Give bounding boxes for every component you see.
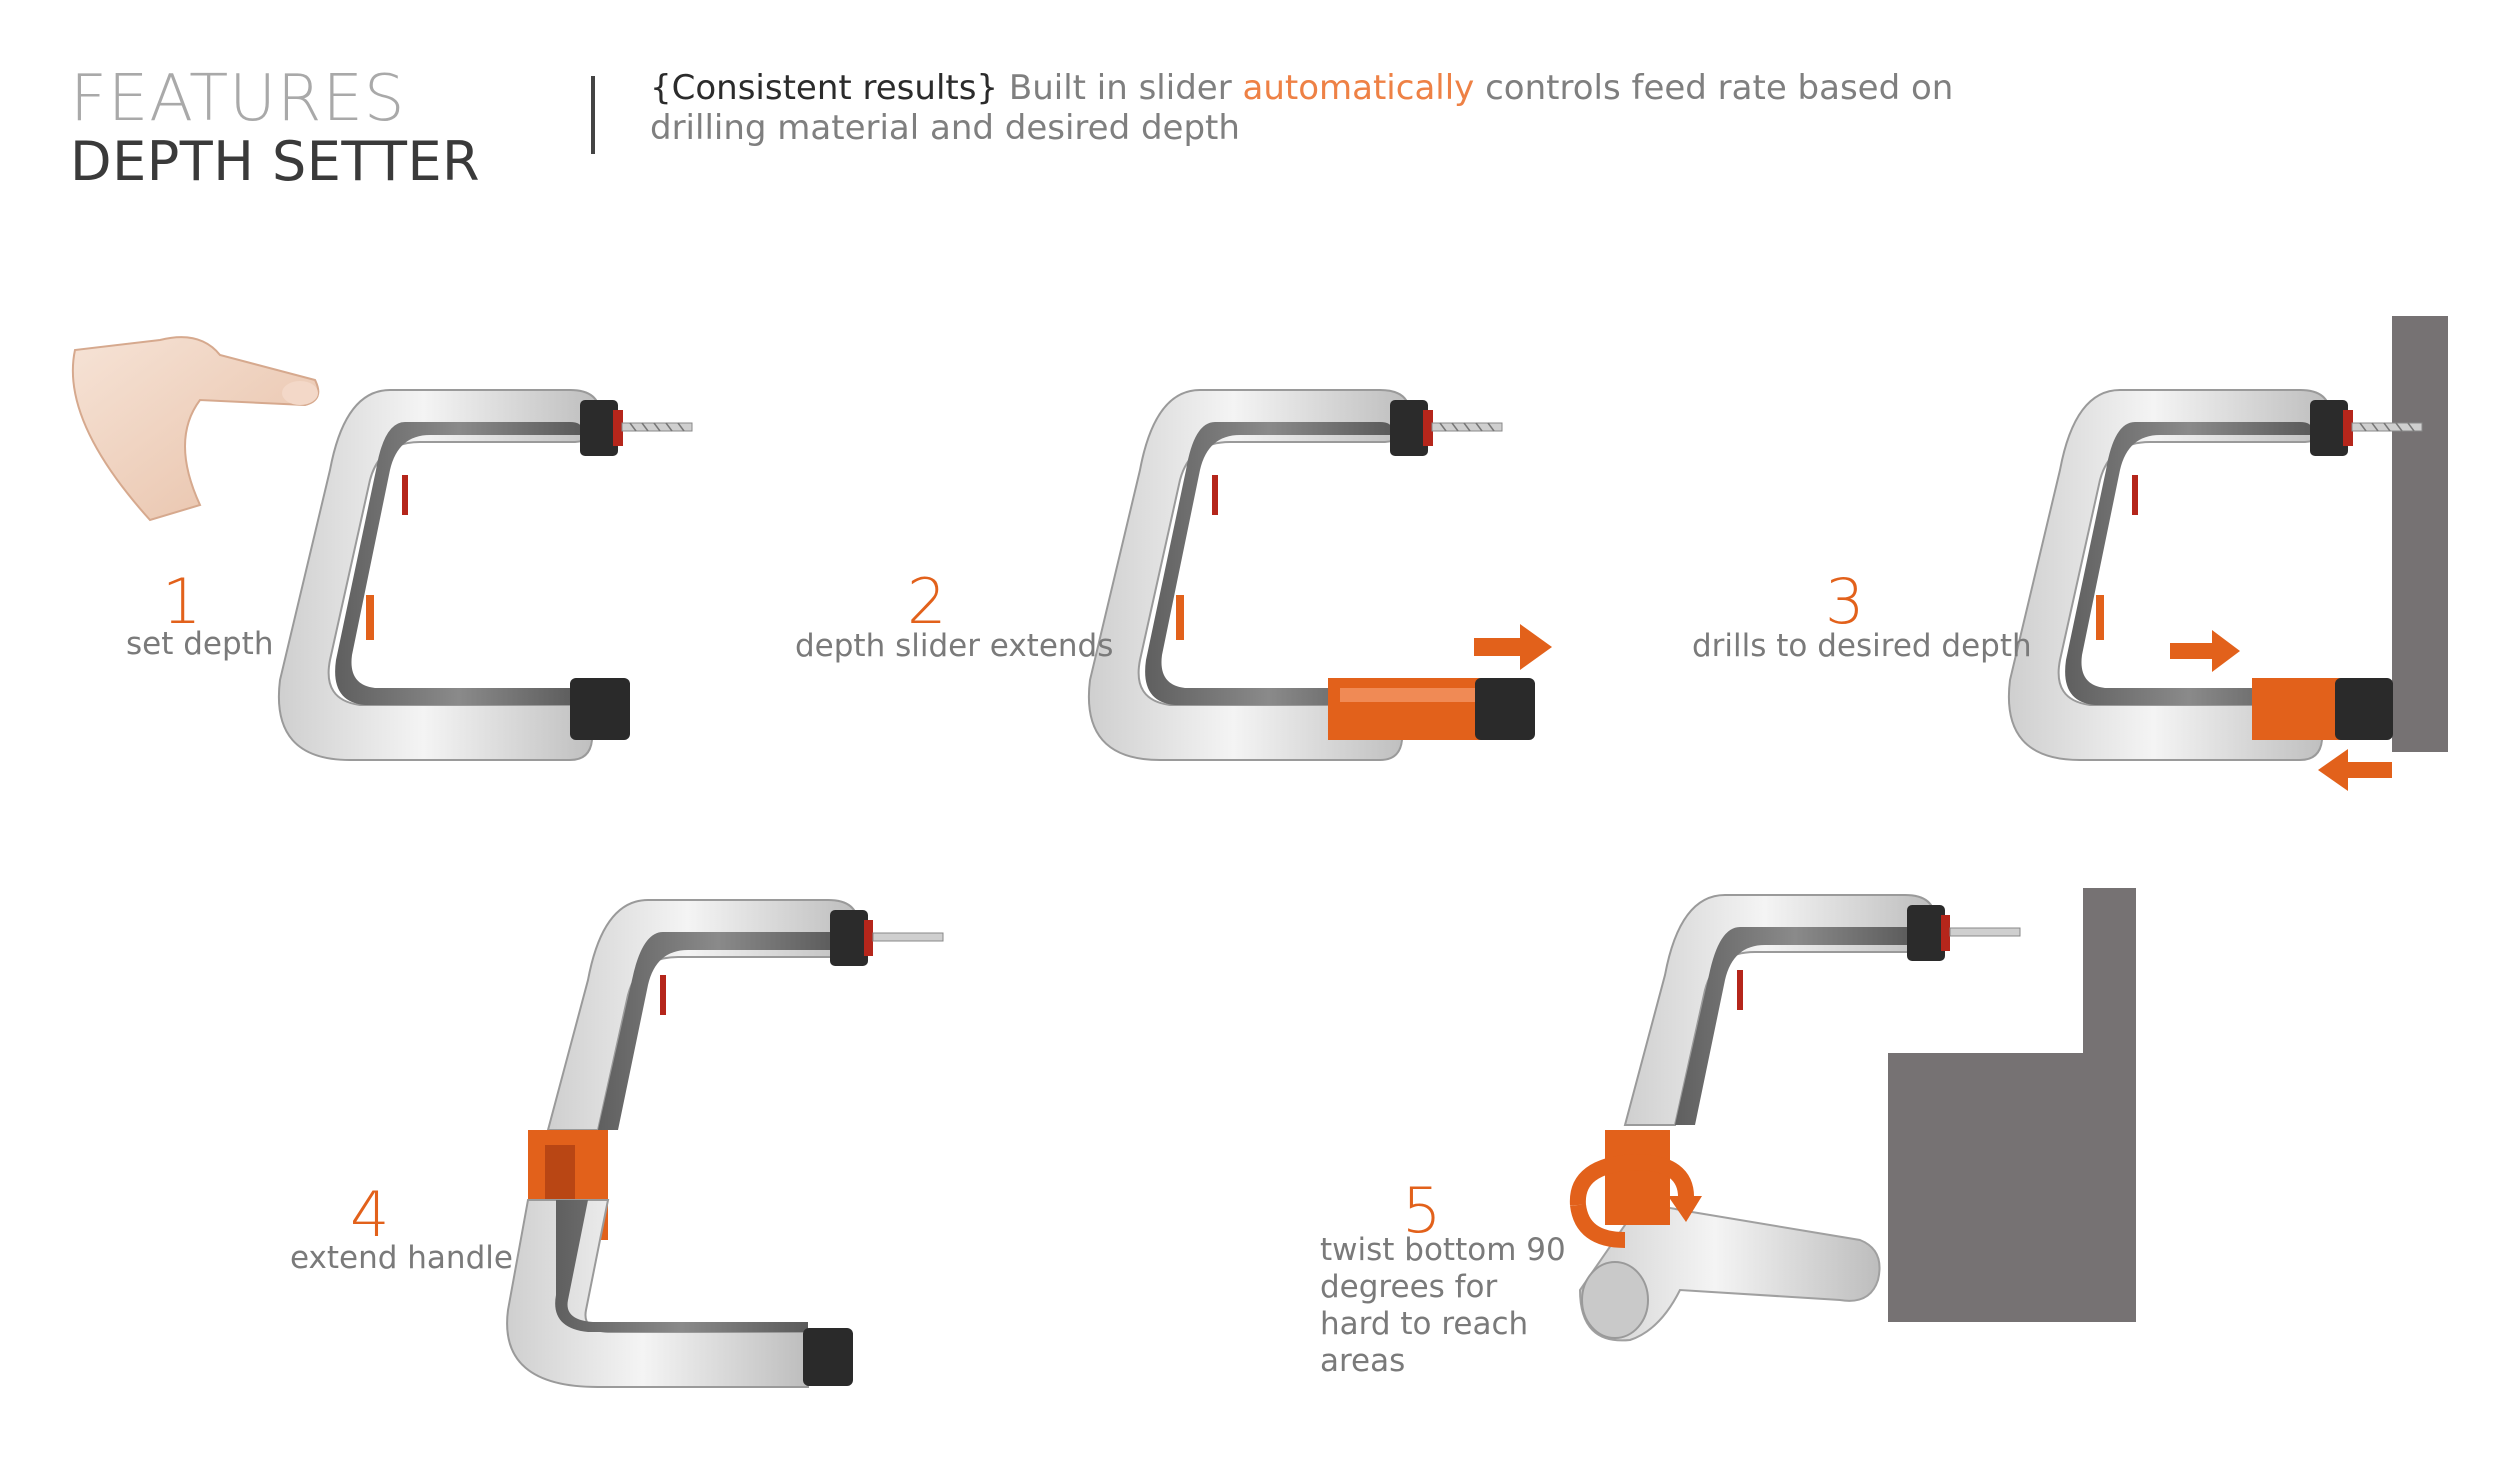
drill-step-3 [2007,389,2423,761]
end-cap [570,678,630,740]
step-1-caption: set depth [126,626,274,662]
header-divider [591,76,595,154]
step-2-caption: depth slider extends [795,628,1114,664]
handle-extension [1605,1130,1670,1225]
step-1-number: 1 [162,565,202,638]
page-title: DEPTH SETTER [70,130,481,193]
drill-step-1 [277,389,693,761]
step-3-caption: drills to desired depth [1692,628,2032,664]
hand-illustration [71,336,320,522]
section-kicker: FEATURES [70,62,406,136]
arrow-right-icon [1474,624,1552,670]
building-block [1888,888,2136,1322]
step-5-number: 5 [1402,1174,1442,1247]
step-4-caption: extend handle [290,1240,513,1276]
step-3-number: 3 [1825,565,1865,638]
wall-block [2392,316,2448,752]
depth-slider [2252,678,2342,740]
drill-step-4 [506,899,944,1388]
step-5-caption: twist bottom 90 degrees for hard to reac… [1320,1232,1566,1379]
feature-description: {Consistent results} Built in slider aut… [650,68,2070,148]
drill-step-2 [1087,389,1535,761]
arrow-right-icon [2170,630,2240,672]
step-2-number: 2 [907,565,947,638]
description-lead: {Consistent results} [650,68,999,108]
drill-step-5 [1569,894,2021,1342]
step-4-number: 4 [350,1178,390,1251]
depth-slider [1328,678,1488,740]
description-post: controls feed rate based on drilling mat… [650,68,1954,148]
rotate-icon [1569,1153,1702,1248]
description-accent: automatically [1242,68,1475,108]
arrow-left-icon [2318,749,2392,791]
description-pre: Built in slider [998,68,1243,108]
